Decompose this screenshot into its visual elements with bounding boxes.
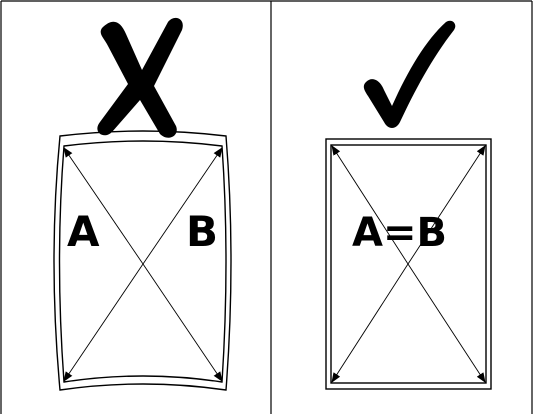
label-a: A (67, 207, 100, 256)
diagonal-a (142, 263, 223, 382)
label-b: B (186, 207, 218, 256)
diagonal-b (142, 147, 223, 265)
panel-incorrect: A B (53, 17, 232, 391)
correct-frame (325, 138, 492, 390)
panel-correct: A=B (325, 20, 492, 390)
diagonal-a (331, 145, 409, 265)
diagonal-b (63, 263, 144, 382)
diagonal-a (63, 147, 144, 265)
diagonal-a (407, 263, 486, 383)
distorted-frame (53, 130, 232, 391)
check-mark-icon (363, 20, 456, 128)
diagonal-b (331, 263, 409, 383)
x-mark-icon (97, 17, 183, 138)
diagonal-b (407, 145, 486, 265)
label-a-equals-b: A=B (352, 210, 447, 256)
